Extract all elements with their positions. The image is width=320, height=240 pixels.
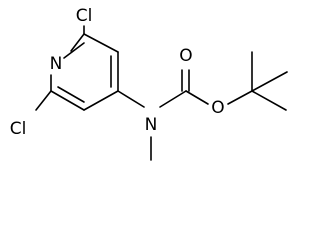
atom-o-ester: O [211,98,224,118]
atom-o-carbonyl: O [179,46,192,66]
bond-ring-c2-c3 [83,33,119,53]
bond-ring-c5-c6-inner [57,86,85,103]
bond-cquat-methyl-right [251,71,288,92]
structural-formula: Cl Cl N N O O [10,6,288,161]
atom-cl-bottom: Cl [10,119,27,139]
bond-o-ester-cquat [227,90,253,105]
bond-c6-cl-bottom [35,90,52,111]
bond-n-carbonyl-c [159,90,187,108]
atom-n-ring: N [50,54,63,74]
atom-n-amine: N [145,115,158,135]
bond-ring-n-c2-inner [63,42,85,59]
bond-ring-c5-c6 [50,90,85,111]
bond-ring-c4-c5 [83,90,119,111]
bond-c4-n-amine [117,90,145,108]
atom-cl-top: Cl [76,6,93,26]
bond-cquat-methyl-down [251,90,287,111]
bond-ring-n-c2 [70,33,85,52]
bond-carbonyl-c-o-ester [185,90,209,105]
